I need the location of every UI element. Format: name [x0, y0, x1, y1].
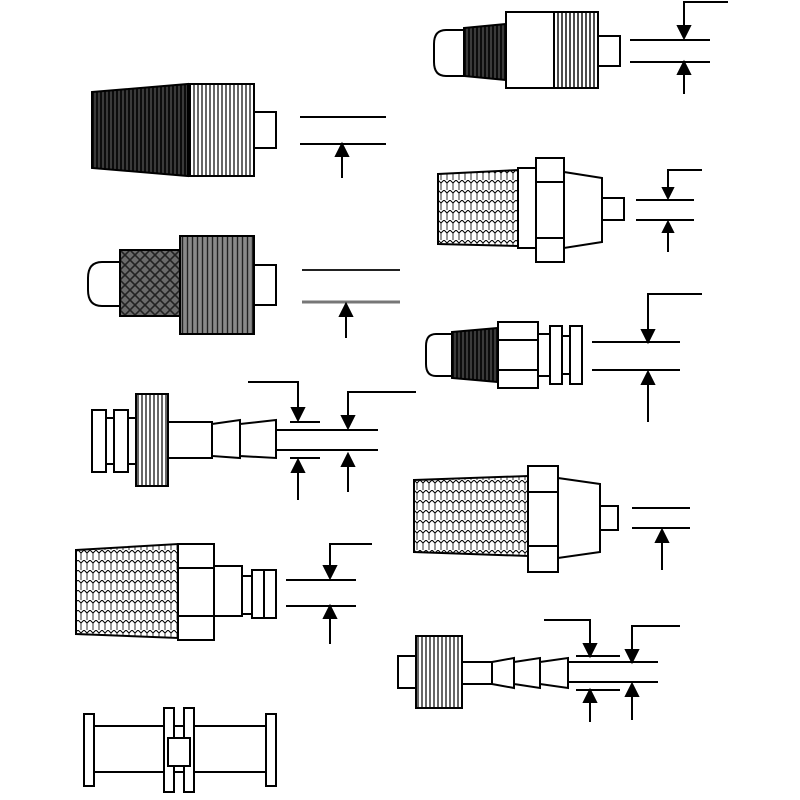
barb-ring-3 [263, 569, 277, 619]
flange-3 [113, 409, 129, 473]
luer-tip [253, 264, 277, 306]
dimension-leader-1 [248, 381, 299, 412]
leader-arrow [661, 187, 675, 201]
bottom-arrow-head [676, 59, 692, 75]
body [505, 11, 555, 89]
leader-arrow-1 [582, 643, 598, 659]
dimension-leader-2 [631, 625, 680, 654]
leader-arrow-1 [290, 407, 306, 423]
npt-thread-dark [451, 326, 499, 384]
barb-ring-1 [241, 575, 253, 615]
knurled-collar [189, 83, 255, 177]
dimension-leader-2 [347, 391, 416, 420]
bottom-arrow-head [661, 219, 675, 233]
knurled-collar [553, 11, 599, 89]
end-flange-left [83, 713, 95, 787]
bottom-arrow-head-1 [582, 687, 598, 703]
luer-tip [599, 505, 619, 531]
leader-arrow [640, 329, 656, 345]
dimension-leader [667, 169, 702, 192]
luer-nose [87, 261, 121, 307]
dimension-leader-1 [544, 619, 591, 648]
luer-nose [425, 333, 453, 377]
barb-ring-2 [251, 569, 265, 619]
ring-2 [561, 335, 571, 375]
male-luer-npt-tapered [91, 82, 386, 178]
hex-collar [535, 157, 565, 263]
hex-collar [497, 321, 539, 389]
end-flange-right [265, 713, 277, 787]
panel-mount-coupler [83, 707, 277, 793]
knurled-collar [415, 635, 463, 709]
luer-nose [433, 29, 465, 77]
flange-1 [91, 409, 107, 473]
hex-collar [527, 465, 559, 573]
npt-thread-light [413, 474, 529, 558]
bottom-arrow-head-2 [340, 451, 356, 467]
leader-arrow [322, 565, 338, 581]
male-luer-hose-barb-flats [397, 619, 680, 722]
male-luer-npt-hex-lower [413, 465, 690, 573]
hub [167, 421, 213, 459]
npt-thread-dark [91, 82, 189, 178]
bottom-arrow-head [640, 369, 656, 385]
barb-2 [513, 656, 541, 690]
leader-arrow [676, 25, 692, 41]
bottom-arrow-head-2 [624, 681, 640, 697]
luer-tip [601, 197, 625, 221]
neck [537, 333, 551, 377]
neck [213, 565, 243, 617]
flange-2 [105, 417, 115, 465]
taper [563, 170, 603, 250]
female-luer-hose-barb [91, 381, 416, 500]
ring-3 [569, 325, 583, 385]
npt-thread-light [437, 168, 519, 248]
male-luer-hex-bulkhead [425, 293, 702, 422]
luer-tip [253, 111, 277, 149]
knurled-collar [135, 393, 169, 487]
hex-body [517, 167, 537, 249]
luer-tip [597, 35, 621, 67]
dimension-arrow-head [334, 141, 350, 157]
female-luer-knurled-hex [87, 235, 400, 338]
barb-2 [239, 418, 277, 460]
gray-knurled-collar [179, 235, 255, 335]
dimension-arrow-head [338, 301, 354, 317]
male-luer-npt-dark [433, 1, 728, 94]
bottom-arrow-head [654, 527, 670, 543]
leader-arrow-2 [624, 649, 640, 665]
leader-arrow-2 [340, 415, 356, 431]
center-body [167, 737, 191, 767]
rear-body [397, 655, 417, 689]
bottom-arrow-head-1 [290, 457, 306, 473]
hub [461, 661, 493, 685]
ring-1 [549, 325, 563, 385]
barb-1 [211, 418, 241, 460]
hex-collar [177, 543, 215, 641]
taper [557, 476, 601, 560]
barb-3 [539, 656, 569, 690]
dimension-leader [683, 1, 728, 30]
cross-thread-body [119, 249, 181, 317]
dimension-leader [329, 543, 372, 570]
flange-4 [127, 417, 137, 465]
male-luer-npt-hex-light [437, 157, 702, 263]
npt-thread-dark [463, 22, 507, 82]
bottom-arrow-head [322, 603, 338, 619]
dimension-leader [647, 293, 702, 334]
npt-thread-light [75, 542, 179, 640]
barb-1 [491, 656, 515, 690]
male-luer-npt-hex [75, 542, 372, 644]
